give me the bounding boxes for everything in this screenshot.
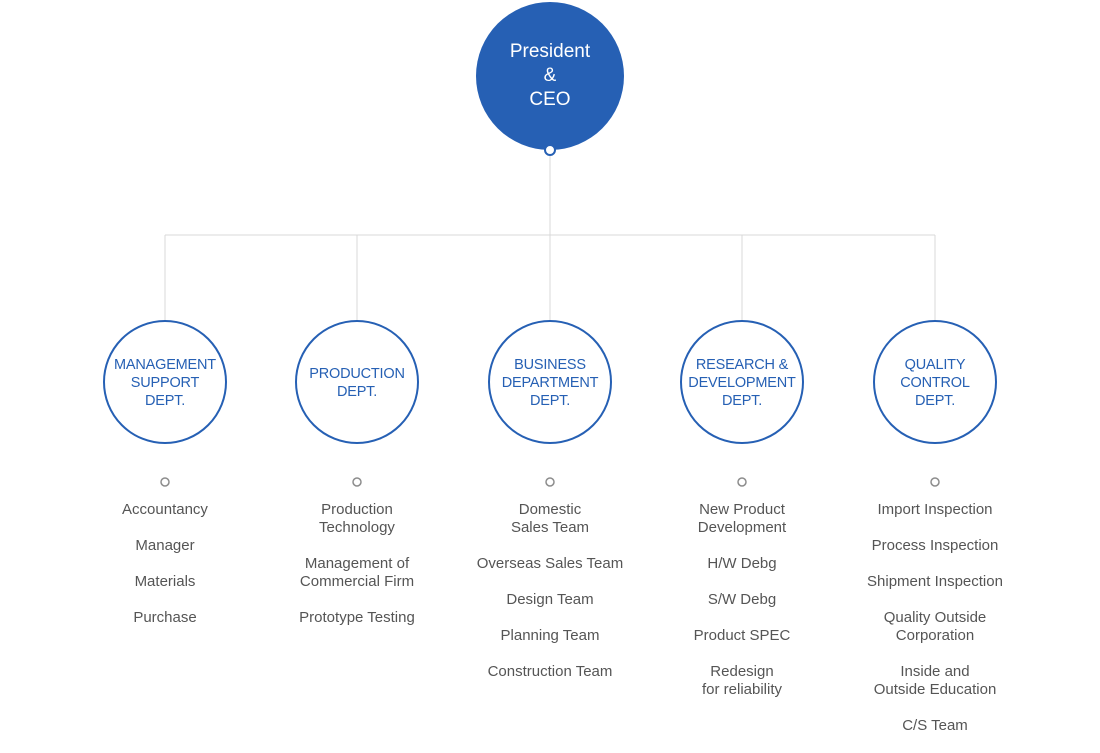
team-item: Management of Commercial Firm (299, 555, 415, 590)
ceo-label: President & CEO (509, 41, 591, 110)
team-item: Purchase (133, 609, 197, 626)
org-chart-graphics (103, 2, 997, 487)
team-item: Materials (134, 573, 196, 590)
team-item: Quality Outside Corporation (883, 609, 987, 644)
team-item: Import Inspection (877, 501, 993, 518)
ceo-node-circle (476, 2, 624, 150)
department-label: PRODUCTION DEPT. (309, 366, 405, 400)
department-label: RESEARCH & DEVELOPMENT DEPT. (688, 357, 796, 409)
team-item: C/S Team (902, 717, 968, 734)
department-node-circle-3 (680, 320, 804, 444)
team-item: Shipment Inspection (867, 573, 1003, 590)
department-list-dot-2 (545, 477, 555, 487)
department-node-circle-2 (488, 320, 612, 444)
team-item: Product SPEC (693, 627, 791, 644)
team-item: Inside and Outside Education (873, 663, 997, 698)
team-item: Process Inspection (871, 537, 999, 554)
team-item: Design Team (506, 591, 594, 608)
department-node-circle-1 (295, 320, 419, 444)
team-item: H/W Debg (707, 555, 777, 572)
department-list-dot-3 (737, 477, 747, 487)
team-item: Production Technology (319, 501, 395, 536)
team-item: New Product Development (697, 501, 787, 536)
department-list-dot-0 (160, 477, 170, 487)
team-item: Domestic Sales Team (510, 501, 590, 536)
department-label: QUALITY CONTROL DEPT. (900, 357, 970, 409)
department-label: BUSINESS DEPARTMENT DEPT. (501, 357, 599, 409)
department-list-dot-4 (930, 477, 940, 487)
ceo-connector-dot (544, 144, 556, 156)
team-item: Redesign for reliability (701, 663, 783, 698)
department-node-circle-4 (873, 320, 997, 444)
team-item: Planning Team (500, 627, 600, 644)
department-list-dot-1 (352, 477, 362, 487)
team-item: Overseas Sales Team (476, 555, 624, 572)
team-item: S/W Debg (707, 591, 777, 608)
org-chart: President & CEO MANAGEMENT SUPPORT DEPT. A… (70, 2, 1003, 734)
team-item: Prototype Testing (299, 609, 415, 626)
team-item: Accountancy (122, 501, 208, 518)
team-item: Manager (135, 537, 195, 554)
department-label: MANAGEMENT SUPPORT DEPT. (114, 357, 216, 409)
department-node-circle-0 (103, 320, 227, 444)
team-item: Construction Team (487, 663, 613, 680)
